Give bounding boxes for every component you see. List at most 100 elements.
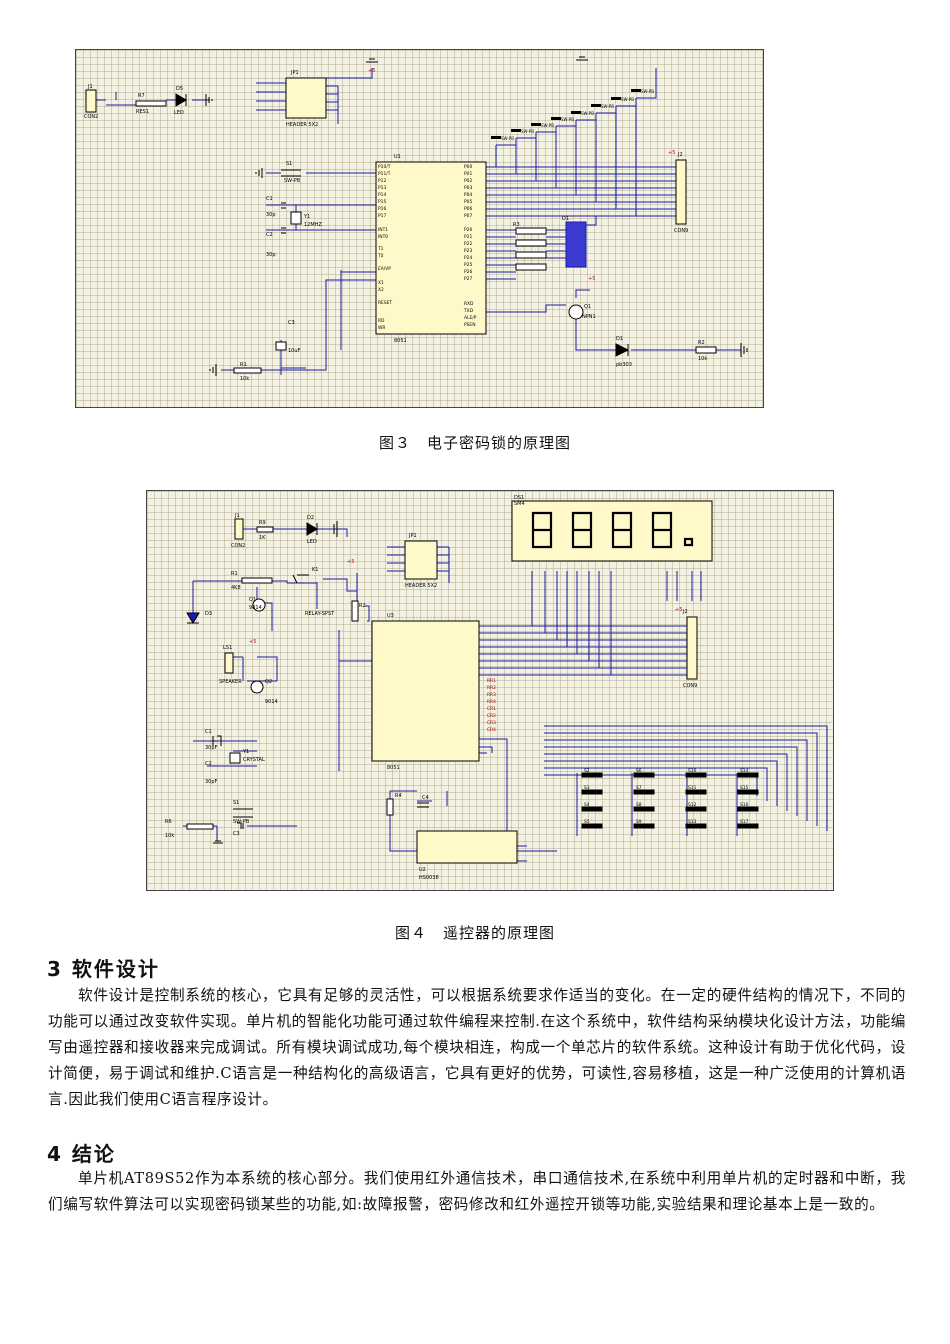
u1-pin-p23: P23 xyxy=(464,248,472,254)
p0-switch-label: SW-PB xyxy=(541,123,554,128)
u1-pin-p16: P16 xyxy=(378,206,386,212)
u1-pin-p03: P03 xyxy=(464,185,472,191)
figure-3-caption: 图３ 电子密码锁的原理图 xyxy=(378,434,571,452)
label-r9-val: 1K xyxy=(259,535,266,541)
keypad-switch-label: S15 xyxy=(740,785,749,791)
label-q2: Q2 xyxy=(265,679,272,685)
keypad-port-label-rr1: RR1 xyxy=(487,678,496,684)
u1-pin-x2: X2 xyxy=(378,287,384,293)
label-ls1-type: SPEAKER xyxy=(219,679,242,685)
p0-switch-label: SW-PB xyxy=(501,136,514,141)
u1-pin-p25: P25 xyxy=(464,262,472,268)
section-body-software-design: 软件设计是控制系统的核心，它具有足够的灵活性，可以根据系统要求作适当的变化。在一… xyxy=(48,987,906,1108)
u1-pin-p06: P06 xyxy=(464,206,472,212)
u1-pin-p02: P02 xyxy=(464,178,472,184)
keypad-switch xyxy=(685,806,707,812)
p0-switch-label: SW-PB xyxy=(601,104,614,109)
u1-pin-p27: P27 xyxy=(464,276,472,282)
label-c3: C3 xyxy=(288,320,295,326)
p0-switch xyxy=(551,117,561,120)
u1-pin-psen: PSEN xyxy=(464,322,476,328)
keypad-switch-label: S10 xyxy=(688,768,697,774)
p0-switch xyxy=(611,97,621,100)
keypad-switch xyxy=(581,806,603,812)
label-j2: J2 xyxy=(677,152,683,158)
label-r3: R3 xyxy=(513,222,520,228)
u1-pin-int0: INT0 xyxy=(378,234,388,240)
label-s1-type: SW-PB xyxy=(284,178,301,184)
keypad-port-label-rr4: RR4 xyxy=(487,699,496,705)
label-c1-val: 30p xyxy=(266,212,276,218)
keypad-switch xyxy=(633,823,655,829)
keypad-switch-label: S17 xyxy=(740,819,749,825)
u1-pin-p05: P05 xyxy=(464,199,472,205)
keypad-switch-label: S16 xyxy=(740,802,749,808)
u1-pin-p20: P20 xyxy=(464,227,472,233)
u1-pin-eavp: EA/VP xyxy=(378,266,391,272)
u1-pin-p24: P24 xyxy=(464,255,472,261)
u1-left-pin-labels: P10/TP11/TP12P13P14P15P16P17INT1INT0T1T0… xyxy=(377,164,392,331)
u1-pin-int1: INT1 xyxy=(378,227,388,233)
label-d2-type: LED xyxy=(307,539,317,545)
label-vcc-3: +5 xyxy=(249,639,256,645)
keypad-switch-label: S7 xyxy=(636,785,642,791)
p0-switch-label: SW-PB xyxy=(621,97,634,102)
keypad-switch-label: S9 xyxy=(636,819,642,825)
label-r2: R2 xyxy=(359,603,366,609)
label-u3-type: 8051 xyxy=(387,765,400,771)
label-q1: Q1 xyxy=(249,597,256,603)
keypad-switch xyxy=(685,772,707,778)
u1-pin-rxd: RXD xyxy=(464,301,474,307)
label-d5: D5 xyxy=(176,86,183,92)
keypad-switch-label: S14 xyxy=(740,768,749,774)
p0-switch xyxy=(571,111,581,114)
p0-switch-label: SW-PB xyxy=(581,111,594,116)
label-d2: D2 xyxy=(307,515,314,521)
section-heading-software-design: 3 软件设计 xyxy=(47,957,160,981)
u1-pin-t1: T1 xyxy=(377,246,384,252)
u1-pin-p00: P00 xyxy=(464,164,472,170)
label-jp1: JP1 xyxy=(408,533,417,539)
label-r2: R2 xyxy=(698,340,705,346)
figure-4-caption: 图４ 遥控器的原理图 xyxy=(394,924,555,942)
keypad-switch xyxy=(685,823,707,829)
label-y1: Y1 xyxy=(303,214,310,220)
keypad-switch-label: S13 xyxy=(688,819,697,825)
keypad-switch-label: S11 xyxy=(688,785,697,791)
label-r6-val: 10k xyxy=(165,833,174,839)
label-jp1-type: HEADER 5X2 xyxy=(286,122,318,128)
p0-switch xyxy=(531,123,541,126)
label-vcc-1: +5 xyxy=(368,68,375,74)
section-heading-conclusion: 4 结论 xyxy=(47,1142,116,1166)
section-body-conclusion: 单片机AT89S52作为本系统的核心部分。我们使用红外通信技术，串口通信技术,在… xyxy=(48,1170,906,1213)
label-k1: K1 xyxy=(312,567,318,573)
keypad-switch-label: S3 xyxy=(584,785,590,791)
u1-pin-p07: P07 xyxy=(464,213,472,219)
label-u1: U1 xyxy=(394,154,401,160)
keypad-switch xyxy=(581,789,603,795)
label-r1: R1 xyxy=(231,571,238,577)
label-ds1: DS1 xyxy=(514,495,524,501)
keypad-switch-label: S12 xyxy=(688,802,697,808)
keypad-switch-label: S5 xyxy=(584,819,590,825)
label-c2: C2 xyxy=(205,761,212,767)
label-k1-type: RELAY-SPST xyxy=(305,611,335,617)
label-j2: J2 xyxy=(682,609,688,615)
keypad-switch xyxy=(737,772,759,778)
label-c1: C1 xyxy=(205,729,212,735)
keypad-switch-label: S4 xyxy=(584,802,590,808)
label-q1-type: NPN1 xyxy=(582,314,596,320)
label-j1: J1 xyxy=(234,513,240,519)
keypad-switch xyxy=(581,772,603,778)
label-s1: S1 xyxy=(286,161,292,167)
u1-pin-p12: P12 xyxy=(378,178,386,184)
label-r1: R1 xyxy=(240,362,247,368)
label-u2: U2 xyxy=(419,867,426,873)
label-y1-val: 12MHZ xyxy=(304,222,322,228)
u1-pin-p21: P21 xyxy=(464,234,472,240)
label-c2-val: 30p xyxy=(266,252,276,258)
keypad-switch xyxy=(685,789,707,795)
